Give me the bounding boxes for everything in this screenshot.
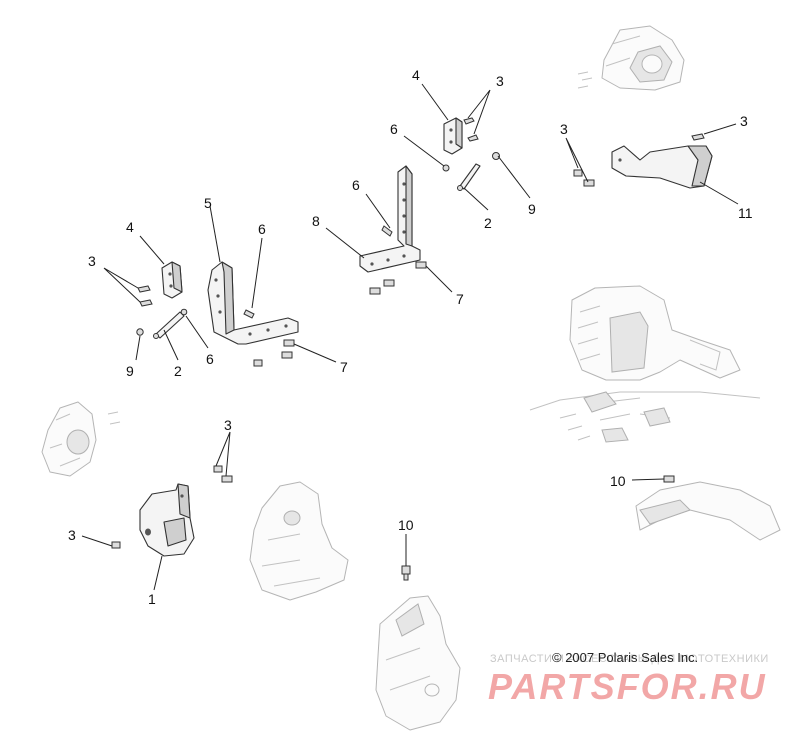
clamp-block-top <box>443 117 463 155</box>
callout-3-top: 3 <box>496 73 504 89</box>
callout-11: 11 <box>738 205 753 221</box>
bracket-1 <box>139 483 195 557</box>
clip-10-right <box>663 475 675 483</box>
callout-8: 8 <box>312 213 320 229</box>
callout-6-mid: 6 <box>352 177 360 193</box>
fender-panel-bottom <box>375 595 461 731</box>
rod-link-top <box>442 152 500 191</box>
bracket-11 <box>611 133 713 189</box>
watermark-logo: PARTSFOR.RU <box>488 666 767 707</box>
callout-7-mid: 7 <box>456 291 464 307</box>
callout-6-left: 6 <box>258 221 266 237</box>
clip-10-center <box>401 565 411 581</box>
watermark-tagline: ЗАПЧАСТИ И АКСЕССУАРЫ ДЛЯ МОТОТЕХНИКИ <box>490 653 769 665</box>
console-assembly-right <box>529 285 761 443</box>
small-screws-top-right <box>577 71 593 89</box>
bolts-top-3 <box>463 117 479 142</box>
headlight-housing-top-right <box>601 25 685 91</box>
bracket-5 <box>207 261 299 345</box>
callout-5: 5 <box>204 195 212 211</box>
callout-3-bottom: 3 <box>68 527 76 543</box>
callout-9-left: 9 <box>126 363 134 379</box>
callout-1: 1 <box>148 591 156 607</box>
callout-9-top: 9 <box>528 201 536 217</box>
callout-6-low: 6 <box>206 351 214 367</box>
screws-3-right <box>573 169 595 187</box>
screws-7-left <box>253 339 295 367</box>
callout-7-left: 7 <box>340 359 348 375</box>
callout-3-right-2: 3 <box>740 113 748 129</box>
callout-3-right: 3 <box>560 121 568 137</box>
leader-lines <box>81 83 739 591</box>
callout-4-top: 4 <box>412 67 420 83</box>
callout-2-left: 2 <box>174 363 182 379</box>
headlight-housing-left <box>41 401 97 477</box>
callout-3-left: 3 <box>88 253 96 269</box>
callout-4-left: 4 <box>126 219 134 235</box>
small-screws-left <box>107 411 121 425</box>
callout-6-top: 6 <box>390 121 398 137</box>
callout-10-center: 10 <box>398 517 414 533</box>
callout-labels: 4 3 6 9 2 6 8 7 3 3 11 5 6 4 3 9 2 6 7 3… <box>68 67 753 607</box>
clamp-block-left <box>161 261 183 299</box>
copyright-notice: © 2007 Polaris Sales Inc. <box>552 650 699 665</box>
rod-link-left <box>136 308 188 339</box>
screws-7-mid <box>369 261 427 295</box>
callout-3-center: 3 <box>224 417 232 433</box>
bumper-panel-right <box>635 481 781 541</box>
bracket-8 <box>359 165 421 273</box>
screw-3-bottom <box>111 541 121 549</box>
callout-2-top: 2 <box>484 215 492 231</box>
bolts-left-3 <box>137 285 153 307</box>
screws-3-center <box>213 465 233 483</box>
callout-10-right: 10 <box>610 473 626 489</box>
fender-panel-center <box>249 481 349 601</box>
